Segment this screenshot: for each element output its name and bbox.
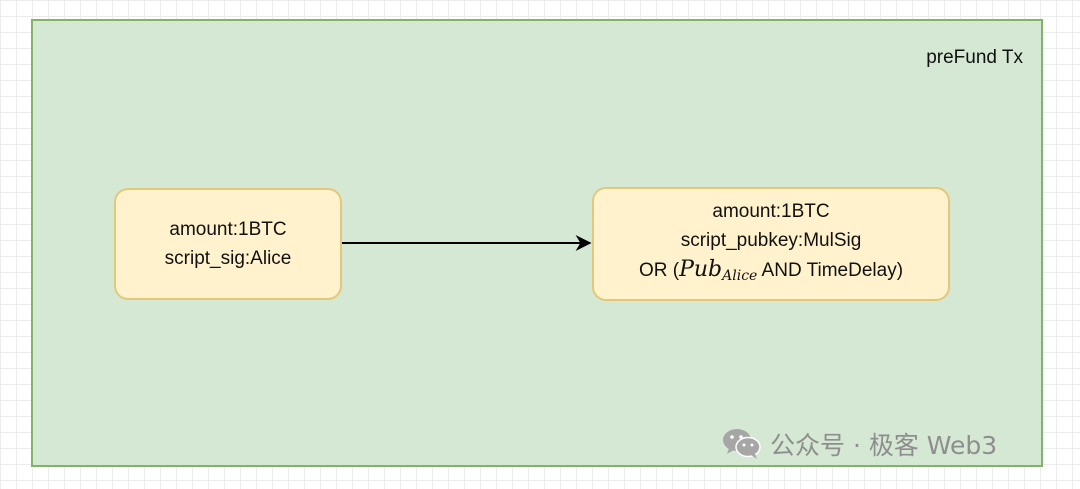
- container-title: preFund Tx: [926, 47, 1023, 68]
- output-condition-line: OR (PubAlice AND TimeDelay): [639, 255, 903, 291]
- input-amount-label: amount:1BTC: [169, 219, 287, 240]
- condition-prefix: OR (: [638, 260, 680, 281]
- pub-alice-math: PubAlice: [679, 257, 758, 284]
- output-node: amount:1BTC script_pubkey:MulSig OR (Pub…: [592, 187, 950, 301]
- output-script-pubkey-label: script_pubkey:MulSig: [680, 230, 862, 251]
- input-script-sig-label: script_sig:Alice: [164, 248, 292, 269]
- math-subscript: Alice: [722, 268, 758, 284]
- watermark-text: 公众号 · 极客 Web3: [770, 431, 998, 460]
- wechat-icon: [723, 429, 761, 459]
- math-base: Pub: [679, 257, 723, 282]
- watermark: 公众号 · 极客 Web3: [722, 424, 997, 464]
- input-node: amount:1BTC script_sig:Alice: [114, 188, 342, 300]
- output-amount-label: amount:1BTC: [712, 201, 830, 222]
- condition-suffix: AND TimeDelay): [757, 260, 904, 281]
